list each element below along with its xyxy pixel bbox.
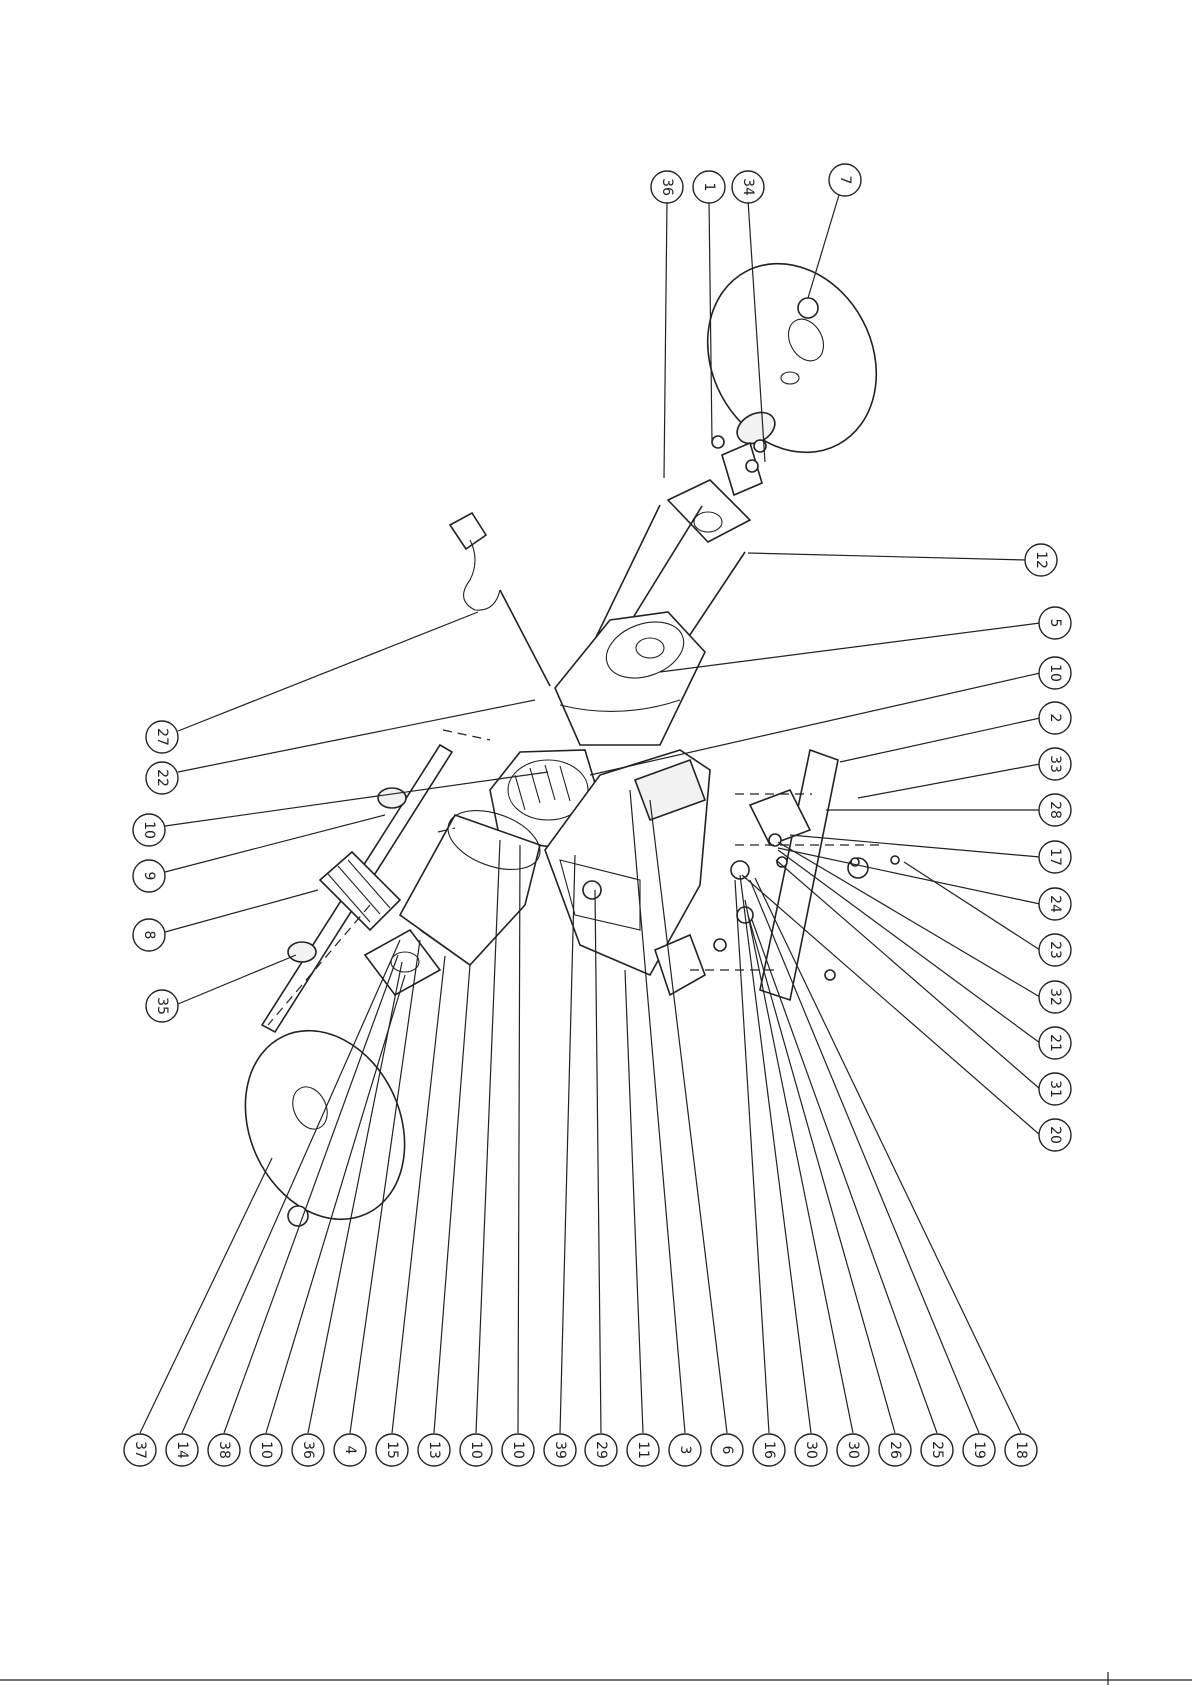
balloon-12: 12 — [1025, 544, 1057, 576]
balloon-label: 36 — [659, 178, 675, 196]
balloon-label: 27 — [154, 728, 170, 746]
balloon-label: 14 — [174, 1441, 190, 1459]
balloon-36-top: 36 — [651, 171, 683, 203]
balloon-label: 18 — [1013, 1441, 1029, 1459]
balloon-15: 15 — [376, 1434, 408, 1466]
balloon-label: 2 — [1047, 714, 1063, 723]
balloon-label: 38 — [216, 1441, 232, 1459]
balloon-3: 3 — [669, 1434, 701, 1466]
balloon-19: 19 — [963, 1434, 995, 1466]
balloon-38: 38 — [208, 1434, 240, 1466]
balloon-32: 32 — [1039, 981, 1071, 1013]
balloon-label: 34 — [740, 178, 756, 196]
balloon-label: 8 — [141, 931, 157, 940]
balloon-23: 23 — [1039, 934, 1071, 966]
balloon-label: 4 — [342, 1446, 358, 1455]
balloon-9: 9 — [133, 860, 165, 892]
balloon-label: 35 — [154, 997, 170, 1015]
balloon-label: 10 — [258, 1441, 274, 1459]
balloon-24: 24 — [1039, 888, 1071, 920]
balloon-10-right: 10 — [1039, 657, 1071, 689]
balloon-13: 13 — [418, 1434, 450, 1466]
balloon-label: 37 — [132, 1441, 148, 1459]
balloon-label: 31 — [1047, 1080, 1063, 1098]
balloon-label: 21 — [1047, 1034, 1063, 1052]
balloon-label: 28 — [1047, 801, 1063, 819]
balloon-28: 28 — [1039, 794, 1071, 826]
balloon-label: 5 — [1047, 619, 1063, 628]
balloon-39: 39 — [544, 1434, 576, 1466]
balloon-26: 26 — [879, 1434, 911, 1466]
balloon-10-left: 10 — [133, 814, 165, 846]
balloon-label: 11 — [635, 1441, 651, 1459]
balloon-11: 11 — [627, 1434, 659, 1466]
balloon-label: 10 — [141, 821, 157, 839]
balloon-4: 4 — [334, 1434, 366, 1466]
balloon-10-bottom-a: 10 — [250, 1434, 282, 1466]
balloon-30-b: 30 — [837, 1434, 869, 1466]
balloon-label: 10 — [1047, 664, 1063, 682]
balloon-label: 6 — [719, 1446, 735, 1455]
balloon-label: 25 — [929, 1441, 945, 1459]
fan-cover-bottom — [216, 1004, 435, 1245]
balloon-5: 5 — [1039, 607, 1071, 639]
balloon-label: 39 — [552, 1441, 568, 1459]
balloon-14: 14 — [166, 1434, 198, 1466]
balloon-7: 7 — [829, 164, 861, 196]
balloon-label: 30 — [803, 1441, 819, 1459]
balloon-22: 22 — [146, 762, 178, 794]
balloon-30-a: 30 — [795, 1434, 827, 1466]
balloon-8: 8 — [133, 919, 165, 951]
balloon-16: 16 — [753, 1434, 785, 1466]
balloon-34: 34 — [732, 171, 764, 203]
balloon-label: 23 — [1047, 941, 1063, 959]
motor-assembly-illustration — [216, 234, 909, 1246]
end-shield — [555, 612, 705, 745]
balloon-label: 9 — [141, 872, 157, 881]
balloon-label: 36 — [300, 1441, 316, 1459]
balloon-label: 17 — [1047, 848, 1063, 866]
balloon-label: 24 — [1047, 895, 1063, 913]
balloon-17: 17 — [1039, 841, 1071, 873]
balloon-6: 6 — [711, 1434, 743, 1466]
balloon-label: 1 — [701, 183, 717, 192]
balloon-label: 3 — [677, 1446, 693, 1455]
balloon-31: 31 — [1039, 1073, 1071, 1105]
balloon-label: 10 — [468, 1441, 484, 1459]
balloon-label: 30 — [845, 1441, 861, 1459]
balloon-1: 1 — [693, 171, 725, 203]
balloon-25: 25 — [921, 1434, 953, 1466]
top-shaft-parts — [712, 436, 766, 495]
balloon-label: 26 — [887, 1441, 903, 1459]
balloon-label: 10 — [510, 1441, 526, 1459]
balloon-label: 12 — [1033, 551, 1049, 569]
balloon-10-bottom-c: 10 — [502, 1434, 534, 1466]
balloon-label: 7 — [837, 176, 853, 185]
balloon-label: 16 — [761, 1441, 777, 1459]
balloon-18: 18 — [1005, 1434, 1037, 1466]
balloon-33: 33 — [1039, 748, 1071, 780]
balloon-20: 20 — [1039, 1119, 1071, 1151]
balloon-label: 33 — [1047, 755, 1063, 773]
balloon-label: 20 — [1047, 1126, 1063, 1144]
balloon-37: 37 — [124, 1434, 156, 1466]
balloon-35: 35 — [146, 990, 178, 1022]
balloon-29: 29 — [585, 1434, 617, 1466]
balloon-label: 29 — [593, 1441, 609, 1459]
balloon-label: 22 — [154, 769, 170, 787]
balloon-36-bottom: 36 — [292, 1434, 324, 1466]
balloon-label: 32 — [1047, 988, 1063, 1006]
power-cable — [450, 513, 550, 686]
balloon-10-bottom-b: 10 — [460, 1434, 492, 1466]
balloon-27: 27 — [146, 721, 178, 753]
balloon-label: 19 — [971, 1441, 987, 1459]
balloon-label: 15 — [384, 1441, 400, 1459]
balloon-21: 21 — [1039, 1027, 1071, 1059]
balloon-2: 2 — [1039, 702, 1071, 734]
balloon-label: 13 — [426, 1441, 442, 1459]
